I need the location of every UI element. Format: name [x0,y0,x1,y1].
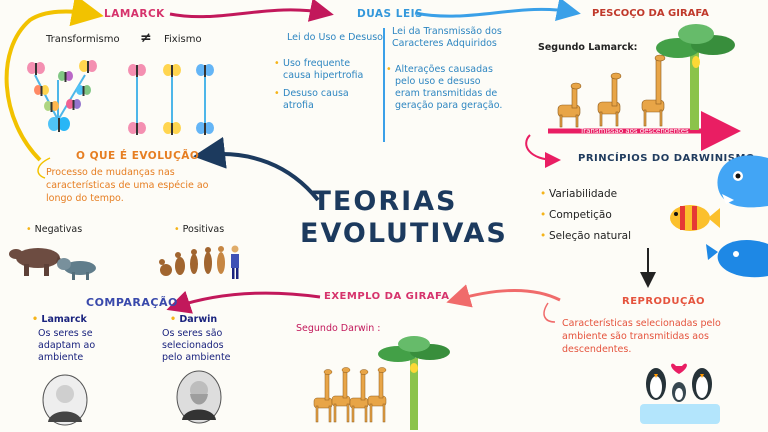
law1-item: Desuso causa atrofia [274,88,378,112]
darwin-portrait [176,370,222,424]
reproducao-title: REPRODUÇÃO [622,296,706,307]
darwinismo-list: Variabilidade Competição Seleção natural [540,188,631,248]
central-title-line1: TEORIAS [312,186,458,217]
evolucao-title: O QUE É EVOLUÇÃO [76,150,200,162]
positivas-label: • Positivas [174,224,225,235]
law2-title: Lei da Transmissão dos Caracteres Adquir… [392,26,502,49]
giraffes-darwin-illustration [313,336,450,430]
exemplo-title: EXEMPLO DA GIRAFA [324,291,450,302]
positivas-text: Positivas [182,224,225,235]
butterflies-illustration [27,60,214,135]
butterfly-icon [27,62,45,75]
darwinismo-item: Variabilidade [540,188,631,200]
fish-illustration [670,155,768,278]
law2-item: Alterações causadas pelo uso e desuso er… [386,64,506,112]
law1-title: Lei do Uso e Desuso [287,32,383,43]
central-title-line2: EVOLUTIVAS [300,218,508,249]
darwin-name-text: Darwin [179,314,218,325]
evolucao-text: Processo de mudanças nas características… [46,167,209,204]
darwinismo-item: Competição [540,209,631,221]
law2-list: Alterações causadas pelo uso e desuso er… [386,64,506,118]
pescoco-title: PESCOÇO DA GIRAFA [592,8,709,19]
lamarck-name-text: Lamarck [41,314,87,325]
law1-list: Uso frequente causa hipertrofia Desuso c… [274,58,378,118]
comparacao-lamarck-name: • Lamarck [32,314,87,325]
comparacao-title: COMPARAÇÃO [86,296,178,309]
central-title: TEORIAS EVOLUTIVAS [300,186,508,250]
not-equal-symbol: ≠ [140,30,152,46]
transmissao-arrow-label: Transmissão aos descendentes [580,127,689,135]
negativas-text: Negativas [34,224,83,235]
duas-leis-title: DUAS LEIS [357,8,424,20]
comparacao-darwin-text: Os seres são selecionados pelo ambiente [162,328,231,363]
comparacao-darwin-name: • Darwin [170,314,218,325]
lamarck-portrait [42,374,88,426]
human-evolution-illustration [159,245,239,279]
reproducao-text: Características selecionadas pelo ambien… [562,318,721,355]
comparacao-lamarck-text: Os seres se adaptam ao ambiente [38,328,96,363]
giraffes-lamarck-illustration [557,24,735,130]
law1-item: Uso frequente causa hipertrofia [274,58,378,82]
exemplo-subtitle: Segundo Darwin : [296,323,381,334]
fixismo-label: Fixismo [164,34,202,45]
darwinismo-title: PRINCÍPIOS DO DARWINISMO [578,153,755,164]
transformismo-label: Transformismo [46,34,120,45]
pescoco-subtitle: Segundo Lamarck: [538,42,638,53]
negativas-label: • Negativas [26,224,83,235]
dinosaurs-illustration [9,248,96,280]
darwinismo-item: Seleção natural [540,230,631,242]
penguins-illustration [640,363,720,424]
lamarck-title: LAMARCK [104,8,165,20]
